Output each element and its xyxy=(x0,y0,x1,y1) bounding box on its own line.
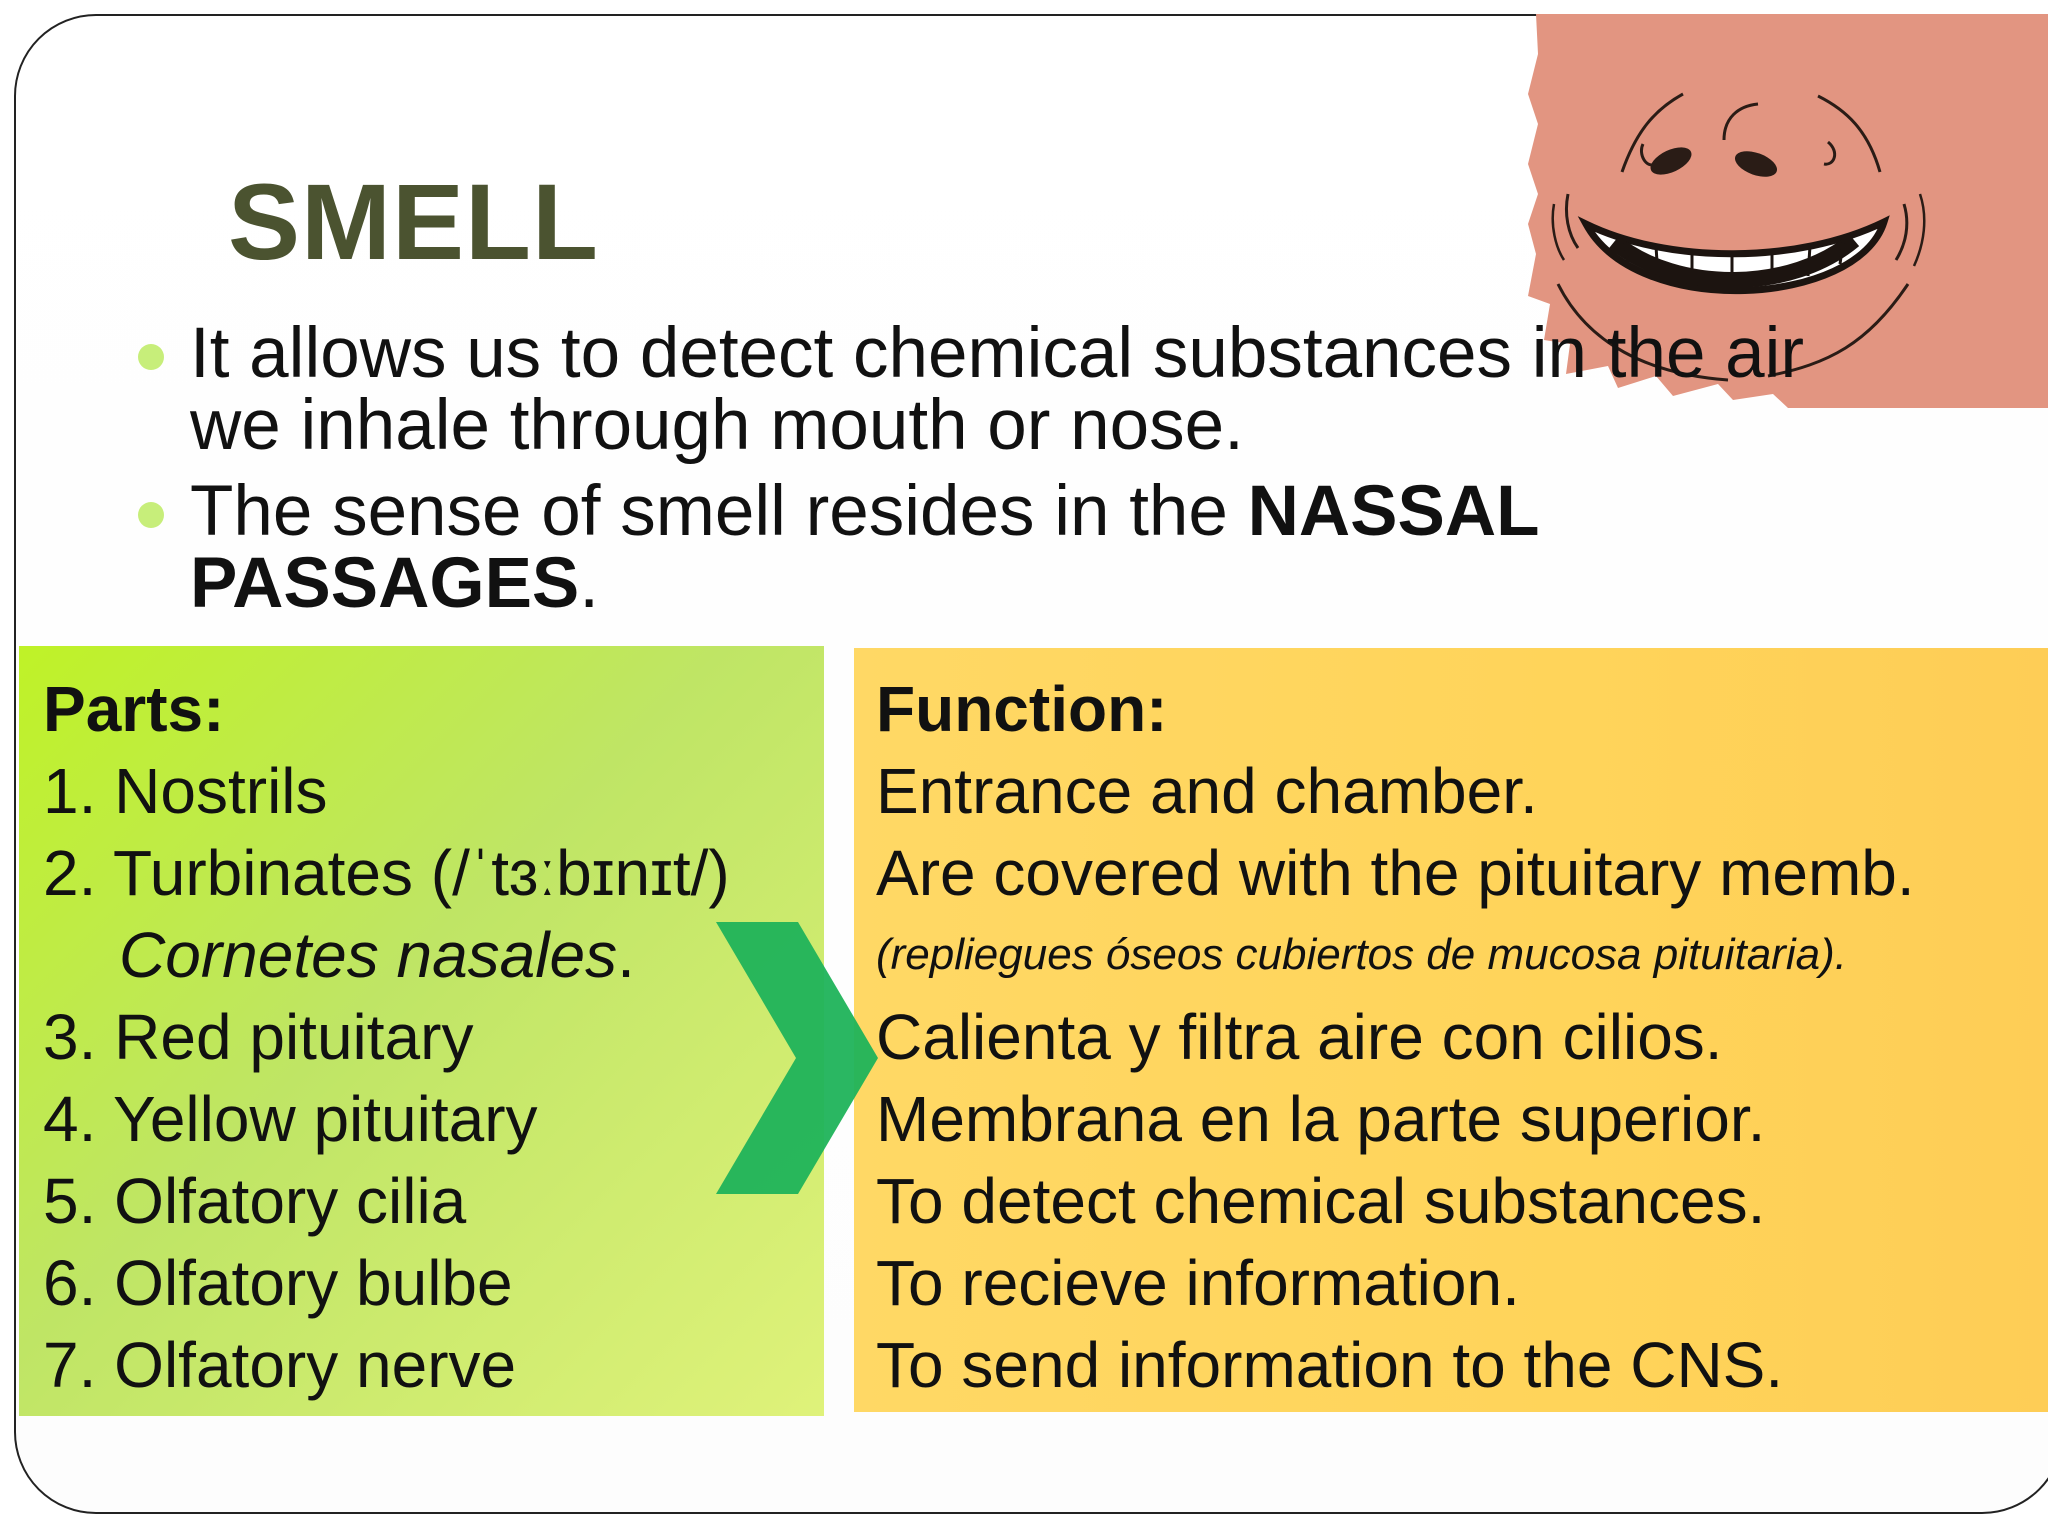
bullet-text-line: It allows us to detect chemical substanc… xyxy=(190,314,1805,393)
bullet-list: It allows us to detect chemical substanc… xyxy=(138,318,1898,634)
function-item: Entrance and chamber. xyxy=(876,755,1538,827)
bullet-item: The sense of smell resides in the NASSAL… xyxy=(138,476,1898,620)
function-item: Are covered with the pituitary memb. xyxy=(876,837,1915,909)
bullet-item: It allows us to detect chemical substanc… xyxy=(138,318,1898,462)
bullet-text-line: we inhale through mouth or nose. xyxy=(190,386,1244,465)
function-heading: Function: xyxy=(876,673,1168,745)
parts-item: 3. Red pituitary xyxy=(43,1001,474,1073)
function-note: (repliegues óseos cubiertos de mucosa pi… xyxy=(876,930,1847,979)
parts-item: 5. Olfatory cilia xyxy=(43,1165,467,1237)
bullet-dot-icon xyxy=(138,502,164,528)
smiling-face-illustration xyxy=(1528,14,2048,408)
parts-item: 1. Nostrils xyxy=(43,755,328,827)
function-item: To recieve information. xyxy=(876,1247,1520,1319)
function-item: To send information to the CNS. xyxy=(876,1329,1784,1401)
parts-panel: Parts: 1. Nostrils 2. Turbinates (/ˈtɜːb… xyxy=(19,646,824,1416)
function-item: To detect chemical substances. xyxy=(876,1165,1766,1237)
bullet-text: . xyxy=(579,544,600,623)
parts-item-translation: Cornetes nasales xyxy=(119,919,618,991)
function-item: Calienta y filtra aire con cilios. xyxy=(876,1001,1723,1073)
chevron-right-icon xyxy=(716,922,878,1194)
bullet-emphasis: PASSAGES xyxy=(190,544,580,623)
function-panel: Function: Entrance and chamber. Are cove… xyxy=(854,648,2048,1412)
parts-item: 6. Olfatory bulbe xyxy=(43,1247,513,1319)
parts-heading: Parts: xyxy=(43,673,225,745)
bullet-emphasis: NASSAL xyxy=(1247,472,1540,551)
parts-item-punctuation: . xyxy=(617,919,635,991)
bullet-text: The sense of smell resides in the xyxy=(190,472,1248,551)
parts-item: 4. Yellow pituitary xyxy=(43,1083,538,1155)
parts-item: 7. Olfatory nerve xyxy=(43,1329,517,1401)
function-item: Membrana en la parte superior. xyxy=(876,1083,1766,1155)
bullet-dot-icon xyxy=(138,344,164,370)
slide-title: SMELL xyxy=(228,161,599,282)
parts-item: 2. Turbinates (/ˈtɜːbɪnɪt/) xyxy=(43,837,730,909)
